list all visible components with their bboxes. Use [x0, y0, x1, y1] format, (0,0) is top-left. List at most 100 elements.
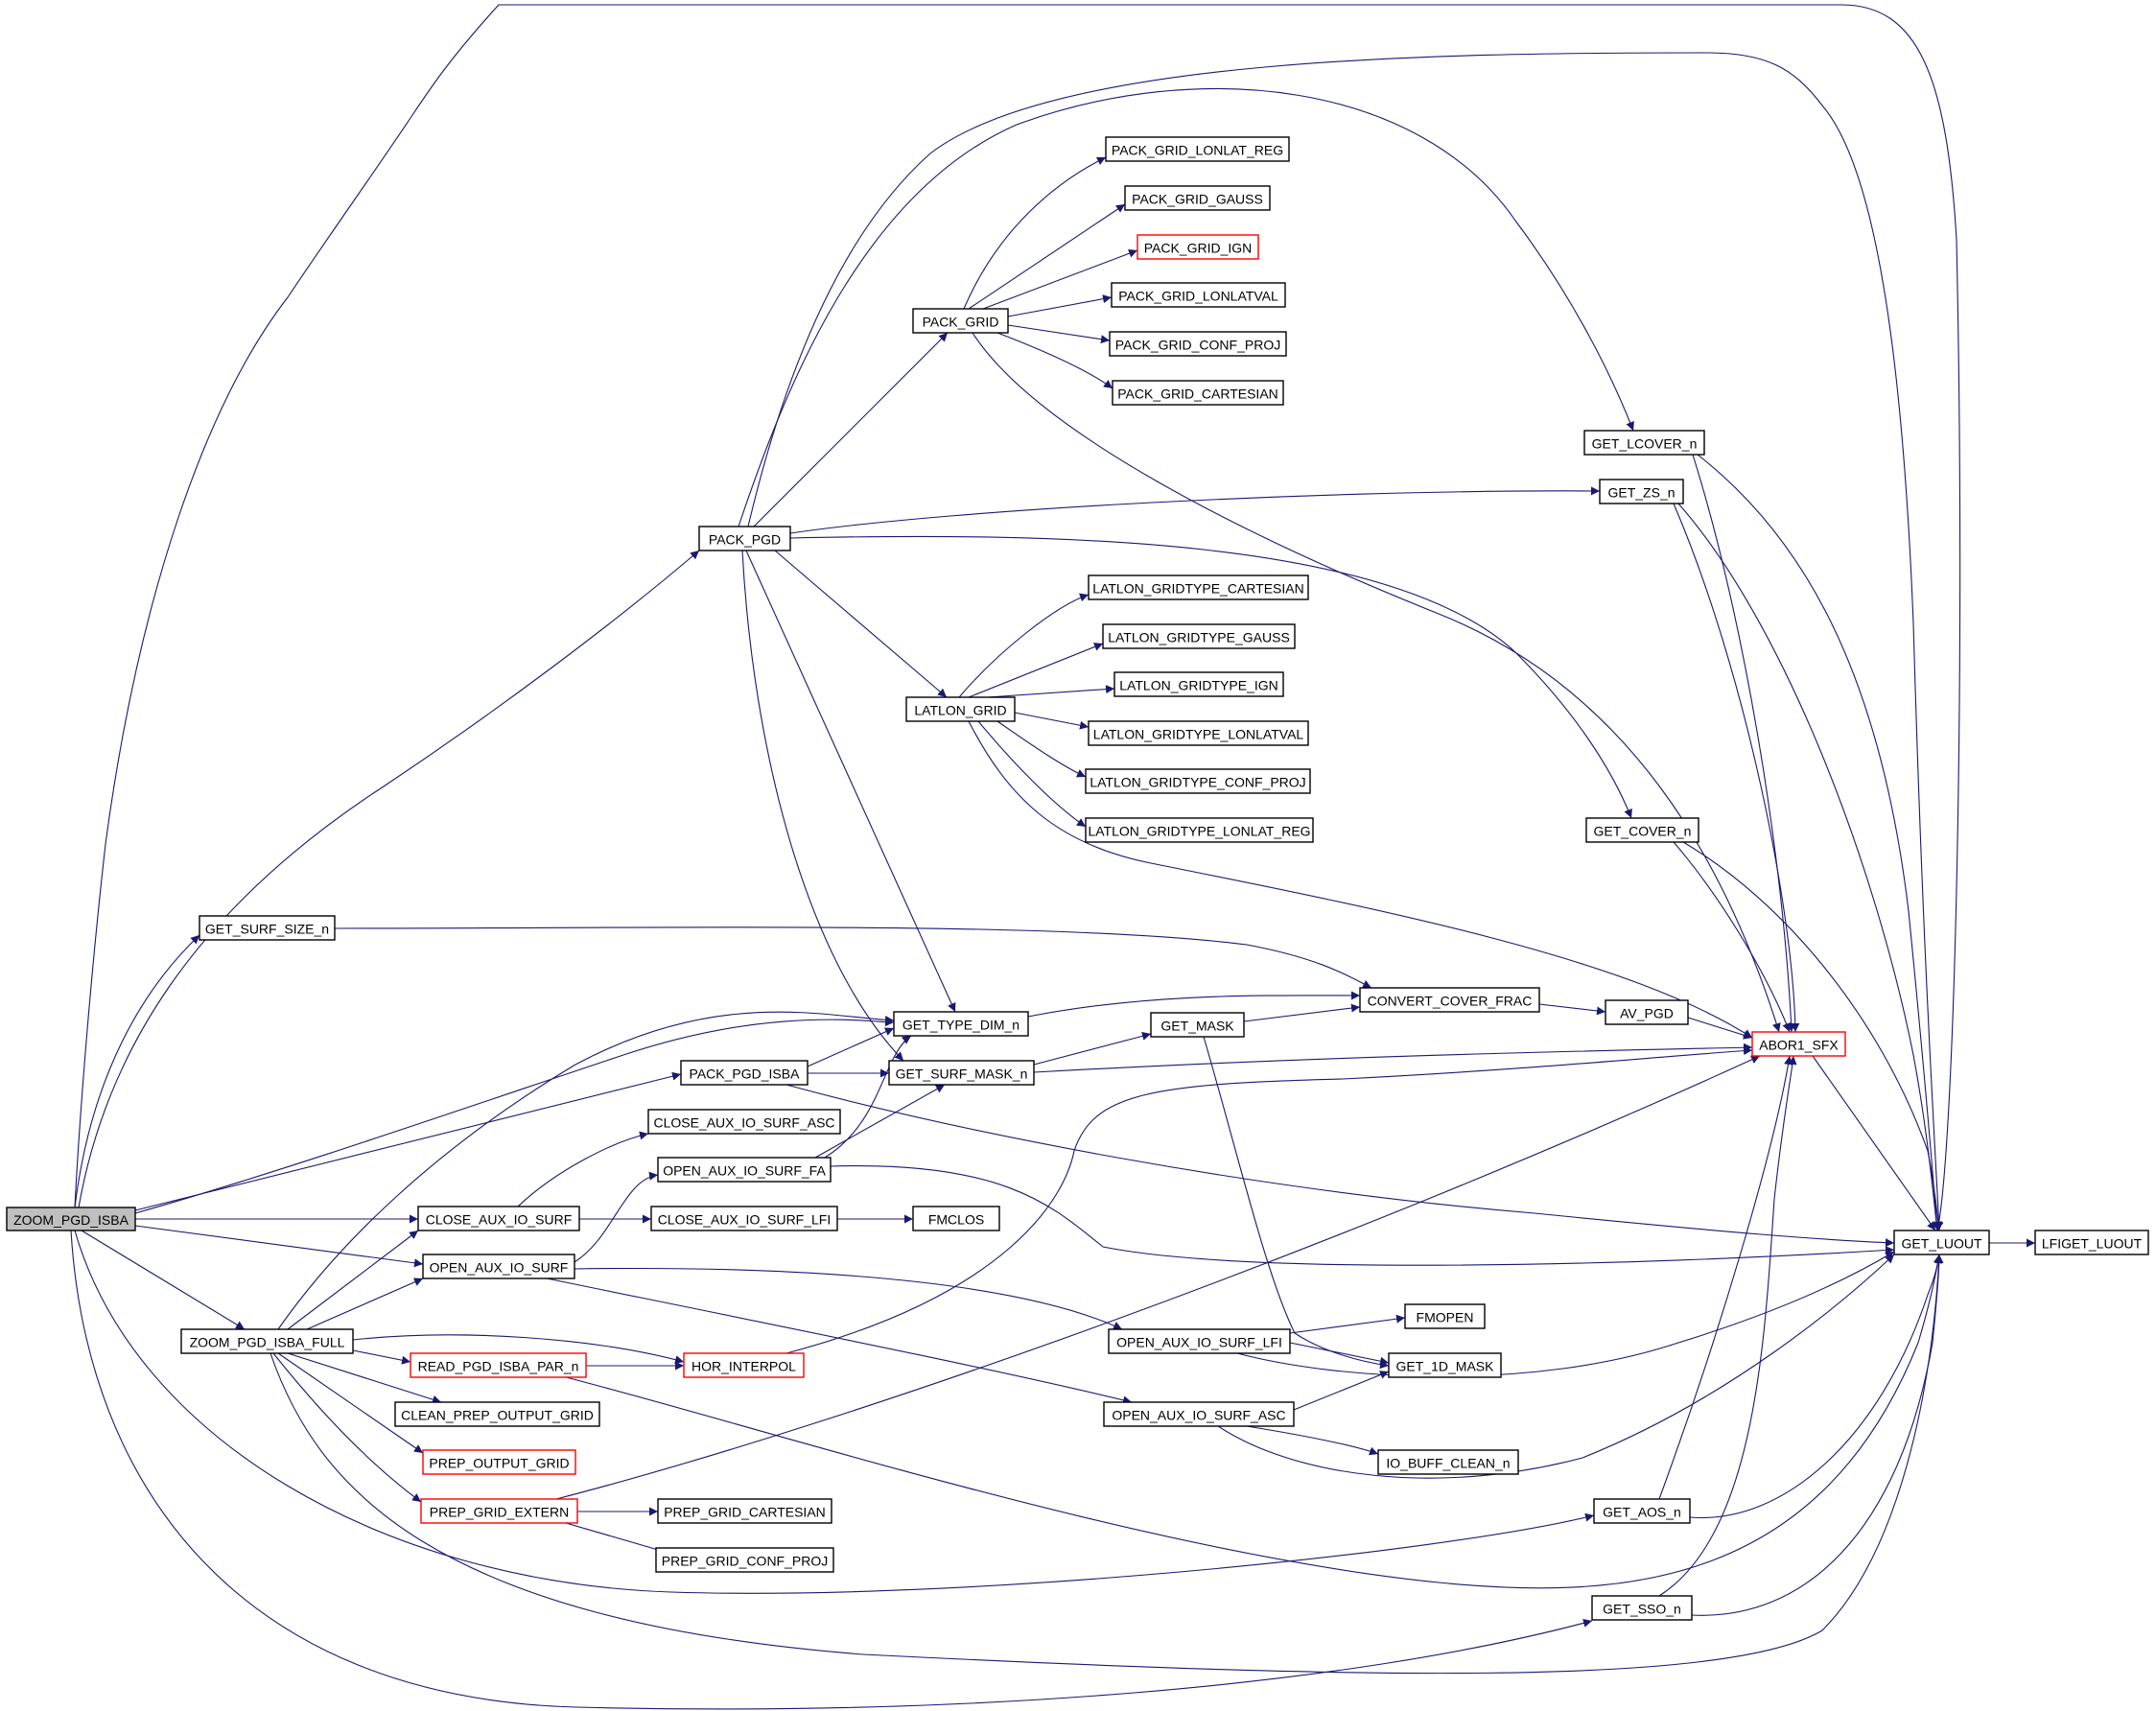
node-lfiget-luout[interactable]: LFIGET_LUOUT — [2034, 1230, 2149, 1255]
edge-get_surf_mask_n-to-abor1_sfx — [1033, 1043, 1753, 1073]
edge-pack_pgd-to-latlon_grid — [774, 550, 948, 698]
node-io-buff-clean-n[interactable]: IO_BUFF_CLEAN_n — [1377, 1449, 1519, 1475]
node-latlon-gridtype-cartesian[interactable]: LATLON_GRIDTYPE_CARTESIAN — [1088, 574, 1309, 600]
node-prep-grid-cartesian[interactable]: PREP_GRID_CARTESIAN — [657, 1498, 832, 1524]
node-close-aux-io-surf[interactable]: CLOSE_AUX_IO_SURF — [417, 1206, 580, 1231]
node-av-pgd[interactable]: AV_PGD — [1605, 999, 1689, 1025]
edge-zoom_pgd_isba-to-pack_pgd — [78, 550, 700, 1208]
edge-open_aux_io_surf_lfi-to-get_luout — [1236, 1251, 1895, 1377]
edge-get_surf_size_n-to-convert_cover_frac — [334, 926, 1372, 989]
edge-pack_pgd-to-get_lcover_n — [738, 87, 1634, 527]
edge-zoom_pgd_isba-to-get_aos_n — [74, 1230, 1595, 1594]
edge-convert_cover_frac-to-av_pgd — [1538, 1003, 1606, 1016]
node-label: ABOR1_SFX — [1759, 1038, 1839, 1053]
node-label: ZOOM_PGD_ISBA — [13, 1212, 129, 1228]
node-box — [655, 1547, 834, 1573]
node-get-cover-n[interactable]: GET_COVER_n — [1585, 817, 1699, 843]
node-box — [1109, 331, 1287, 357]
node-pack-grid-gauss[interactable]: PACK_GRID_GAUSS — [1124, 185, 1271, 211]
node-clean-prep-output-grid[interactable]: CLEAN_PREP_OUTPUT_GRID — [394, 1401, 600, 1427]
node-box — [1150, 1012, 1245, 1038]
edge-pack_pgd-to-get_cover_n — [789, 535, 1632, 819]
node-close-aux-io-surf-lfi[interactable]: CLOSE_AUX_IO_SURF_LFI — [650, 1206, 838, 1231]
node-latlon-gridtype-lonlatval[interactable]: LATLON_GRIDTYPE_LONLATVAL — [1088, 720, 1309, 746]
edge-latlon_grid-to-latlon_gridtype_ign — [987, 685, 1115, 698]
node-get-sso-n[interactable]: GET_SSO_n — [1591, 1595, 1693, 1621]
node-label: PREP_GRID_CARTESIAN — [664, 1505, 826, 1520]
node-get-type-dim-n[interactable]: GET_TYPE_DIM_n — [893, 1011, 1029, 1037]
node-hor-interpol[interactable]: HOR_INTERPOL — [683, 1352, 805, 1378]
node-pack-pgd-isba[interactable]: PACK_PGD_ISBA — [680, 1060, 808, 1086]
node-label: OPEN_AUX_IO_SURF_LFI — [1116, 1335, 1282, 1350]
node-box — [1404, 1303, 1486, 1329]
node-pack-grid-conf-proj[interactable]: PACK_GRID_CONF_PROJ — [1109, 331, 1287, 357]
node-abor1-sfx[interactable]: ABOR1_SFX — [1751, 1031, 1846, 1057]
node-pack-grid-lonlat-reg[interactable]: PACK_GRID_LONLAT_REG — [1105, 136, 1290, 162]
edge-pack_grid-to-abor1_sfx — [972, 332, 1781, 1033]
node-get-surf-size-n[interactable]: GET_SURF_SIZE_n — [199, 915, 336, 941]
node-label: FMOPEN — [1417, 1310, 1474, 1325]
node-close-aux-io-surf-asc[interactable]: CLOSE_AUX_IO_SURF_ASC — [647, 1109, 841, 1135]
edge-get_cover_n-to-get_luout — [1682, 841, 1943, 1231]
node-pack-grid-ign[interactable]: PACK_GRID_IGN — [1137, 234, 1259, 260]
edge-get_mask-to-convert_cover_frac — [1243, 1003, 1361, 1022]
node-convert-cover-frac[interactable]: CONVERT_COVER_FRAC — [1359, 987, 1540, 1013]
node-prep-grid-conf-proj[interactable]: PREP_GRID_CONF_PROJ — [655, 1547, 834, 1573]
node-open-aux-io-surf-lfi[interactable]: OPEN_AUX_IO_SURF_LFI — [1108, 1328, 1291, 1354]
edge-close_aux_io_surf-to-close_aux_io_surf_asc — [517, 1131, 649, 1207]
edge-av_pgd-to-abor1_sfx — [1687, 1017, 1753, 1040]
node-label: LATLON_GRIDTYPE_LONLAT_REG — [1088, 824, 1310, 839]
edge-zoom_pgd_isba_full-to-prep_grid_extern — [272, 1352, 422, 1503]
node-get-aos-n[interactable]: GET_AOS_n — [1593, 1498, 1691, 1524]
node-zoom-pgd-isba[interactable]: ZOOM_PGD_ISBA — [6, 1207, 136, 1231]
node-latlon-gridtype-ign[interactable]: LATLON_GRIDTYPE_IGN — [1113, 671, 1284, 697]
node-prep-grid-extern[interactable]: PREP_GRID_EXTERN — [420, 1498, 578, 1524]
node-label: LATLON_GRIDTYPE_CARTESIAN — [1092, 581, 1303, 597]
node-open-aux-io-surf-asc[interactable]: OPEN_AUX_IO_SURF_ASC — [1103, 1401, 1295, 1427]
node-label: PACK_GRID_LONLATVAL — [1118, 289, 1278, 304]
node-get-luout[interactable]: GET_LUOUT — [1893, 1230, 1990, 1255]
node-pack-grid[interactable]: PACK_GRID — [912, 308, 1009, 334]
node-get-zs-n[interactable]: GET_ZS_n — [1599, 479, 1684, 504]
edge-get_type_dim_n-to-convert_cover_frac — [1027, 991, 1361, 1018]
node-get-surf-mask-n[interactable]: GET_SURF_MASK_n — [888, 1060, 1035, 1086]
node-label: PACK_PGD_ISBA — [690, 1066, 801, 1082]
edge-open_aux_io_surf_lfi-to-fmopen — [1289, 1314, 1406, 1334]
node-label: LATLON_GRID — [914, 703, 1006, 718]
node-get-mask[interactable]: GET_MASK — [1150, 1012, 1245, 1038]
node-pack-pgd[interactable]: PACK_PGD — [698, 526, 791, 551]
node-box — [893, 1011, 1029, 1037]
edge-zoom_pgd_isba_full-to-clean_prep_output_grid — [287, 1352, 442, 1404]
node-label: LATLON_GRIDTYPE_CONF_PROJ — [1090, 775, 1305, 790]
node-prep-output-grid[interactable]: PREP_OUTPUT_GRID — [422, 1449, 576, 1475]
node-label: GET_1D_MASK — [1396, 1359, 1495, 1374]
node-latlon-gridtype-conf-proj[interactable]: LATLON_GRIDTYPE_CONF_PROJ — [1085, 768, 1311, 794]
edge-zoom_pgd_isba_full-to-prep_output_grid — [277, 1352, 424, 1454]
edge-get_lcover_n-to-abor1_sfx — [1692, 454, 1796, 1033]
node-get-1d-mask[interactable]: GET_1D_MASK — [1388, 1352, 1502, 1378]
node-open-aux-io-surf[interactable]: OPEN_AUX_IO_SURF — [422, 1254, 575, 1279]
node-label: PACK_GRID_CONF_PROJ — [1115, 338, 1280, 353]
node-read-pgd-isba-par-n[interactable]: READ_PGD_ISBA_PAR_n — [410, 1352, 587, 1378]
node-box — [1585, 817, 1699, 843]
node-latlon-gridtype-gauss[interactable]: LATLON_GRIDTYPE_GAUSS — [1102, 623, 1296, 649]
node-fmclos[interactable]: FMCLOS — [912, 1206, 1000, 1231]
edge-open_aux_io_surf-to-open_aux_io_surf_asc — [546, 1277, 1133, 1405]
node-label: OPEN_AUX_IO_SURF_FA — [663, 1163, 826, 1179]
edge-get_sso_n-to-get_luout — [1691, 1254, 1944, 1616]
node-fmopen[interactable]: FMOPEN — [1404, 1303, 1486, 1329]
node-label: PACK_GRID_CARTESIAN — [1117, 387, 1278, 402]
node-pack-grid-lonlatval[interactable]: PACK_GRID_LONLATVAL — [1111, 282, 1286, 308]
node-pack-grid-cartesian[interactable]: PACK_GRID_CARTESIAN — [1112, 380, 1284, 406]
edge-abor1_sfx-to-get_luout — [1812, 1055, 1936, 1231]
node-latlon-grid[interactable]: LATLON_GRID — [905, 696, 1016, 722]
node-label: LFIGET_LUOUT — [2042, 1236, 2143, 1252]
node-open-aux-io-surf-fa[interactable]: OPEN_AUX_IO_SURF_FA — [657, 1157, 832, 1183]
node-zoom-pgd-isba-full[interactable]: ZOOM_PGD_ISBA_FULL — [180, 1328, 354, 1354]
node-label: HOR_INTERPOL — [691, 1359, 796, 1374]
node-box — [1105, 136, 1290, 162]
node-get-lcover-n[interactable]: GET_LCOVER_n — [1583, 430, 1705, 456]
node-latlon-gridtype-lonlat-reg[interactable]: LATLON_GRIDTYPE_LONLAT_REG — [1085, 817, 1314, 843]
node-box — [1583, 430, 1705, 456]
edge-open_aux_io_surf_fa-to-get_luout — [830, 1164, 1895, 1266]
